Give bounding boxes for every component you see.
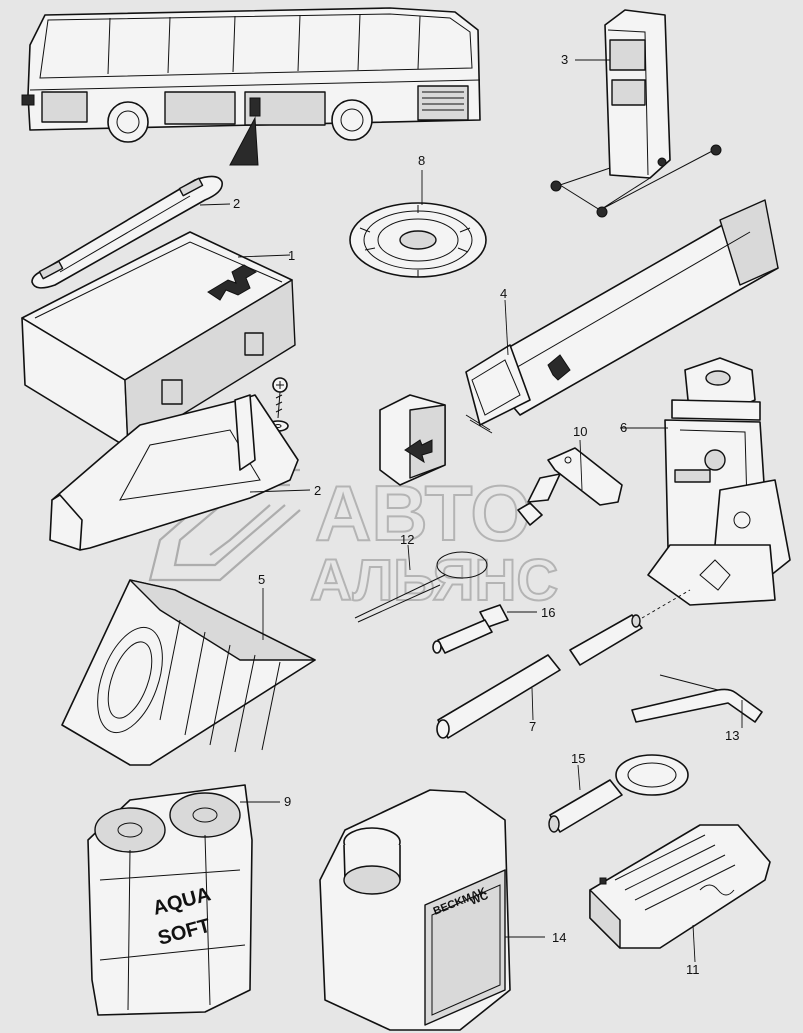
part-label-16: 16: [541, 605, 555, 620]
part-labels: 1 2 2 3 4 5 6 7 8 9 10 11 12 13 14 15 16: [233, 52, 739, 977]
wheel-chock: [61, 579, 316, 766]
part-label-12: 12: [400, 532, 414, 547]
part-label-1: 1: [288, 248, 295, 263]
tachograph-disc: [349, 202, 487, 278]
bottle-jack: [647, 357, 791, 606]
part-label-4: 4: [500, 286, 507, 301]
part-label-5: 5: [258, 572, 265, 587]
valve-adapter: [432, 604, 509, 654]
part-label-13: 13: [725, 728, 739, 743]
watermark: АВТО АЛЬЯНС: [139, 439, 559, 614]
part-label-15: 15: [571, 751, 585, 766]
leader-lines: [199, 59, 743, 963]
strap: [31, 175, 223, 289]
part-label-10: 10: [573, 424, 587, 439]
part-label-3: 3: [561, 52, 568, 67]
mounting-bracket: [49, 394, 299, 551]
part-label-2-strap: 2: [233, 196, 240, 211]
warning-triangle-case: [550, 9, 722, 218]
part-label-9: 9: [284, 794, 291, 809]
watermark-line1: АВТО: [315, 469, 531, 557]
tow-hook: [548, 754, 689, 833]
first-aid-kit: [21, 231, 296, 449]
jack-lever-telescopic: [465, 199, 779, 434]
toilet-paper-pack: AQUA SOFT: [87, 784, 253, 1016]
part-label-8: 8: [418, 153, 425, 168]
first-aid-cross-icon: [207, 264, 257, 301]
extension-rod: [436, 589, 691, 739]
fuse-box: [589, 824, 771, 949]
l-key: [631, 674, 763, 723]
ring-awl: [354, 551, 488, 623]
direction-arrow-icon: [547, 354, 571, 381]
bus-location-arrow-icon: [229, 116, 259, 166]
part-label-6: 6: [620, 420, 627, 435]
part-label-14: 14: [552, 930, 566, 945]
part-label-7: 7: [529, 719, 536, 734]
adapter-arrow-icon: [404, 439, 433, 464]
t-wrench: [517, 447, 623, 526]
part-label-2-bracket: 2: [314, 483, 321, 498]
bus-illustration: [21, 7, 481, 166]
canister: BECKMAK WC: [319, 789, 511, 1031]
part-label-11: 11: [686, 962, 700, 977]
adapter-block: [379, 394, 446, 486]
